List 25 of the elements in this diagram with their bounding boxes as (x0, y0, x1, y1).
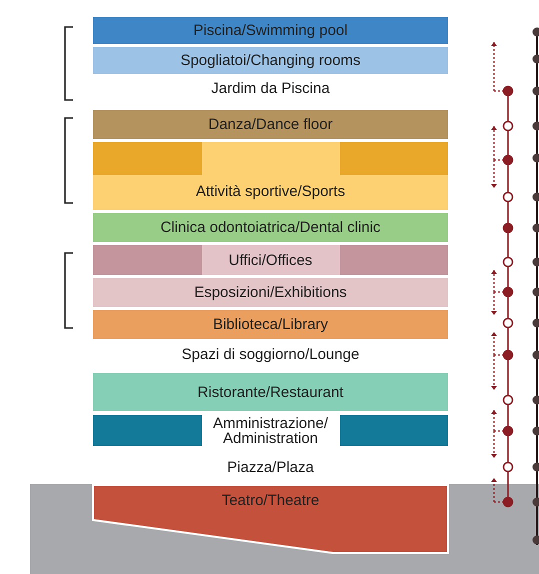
floor-label: Uffici/Offices (228, 252, 312, 268)
floor-band (93, 110, 448, 139)
floor-label: Spogliatoi/Changing rooms (180, 53, 361, 68)
floor-label: Clinica odontoiatrica/Dental clinic (160, 220, 381, 235)
floor-label: Attività sportive/Sports (196, 184, 346, 199)
floor-label: Piscina/Swimming pool (193, 23, 348, 38)
floor-band (93, 245, 448, 275)
floor-band (93, 142, 448, 210)
floor-band (93, 310, 448, 339)
floor-band (93, 47, 448, 74)
theatre-section (93, 485, 448, 553)
floor-label: Teatro/Theatre (222, 493, 320, 508)
level-label: Jardim da Piscina (210, 80, 331, 97)
floor-label: Amministrazione/ Administration (212, 416, 330, 446)
floor-band (93, 415, 448, 446)
floor-band (93, 17, 448, 44)
floor-band (93, 213, 448, 242)
floor-label: Biblioteca/Library (212, 317, 328, 332)
floor-band (93, 278, 448, 307)
floor-label: Danza/Dance floor (208, 117, 333, 132)
floor-label: Esposizioni/Exhibitions (194, 285, 347, 300)
floor-band (93, 373, 448, 411)
floor-label: Ristorante/Restaurant (198, 384, 344, 400)
level-label: Piazza/Plaza (226, 459, 315, 476)
level-label: Spazi di soggiorno/Lounge (180, 346, 360, 363)
